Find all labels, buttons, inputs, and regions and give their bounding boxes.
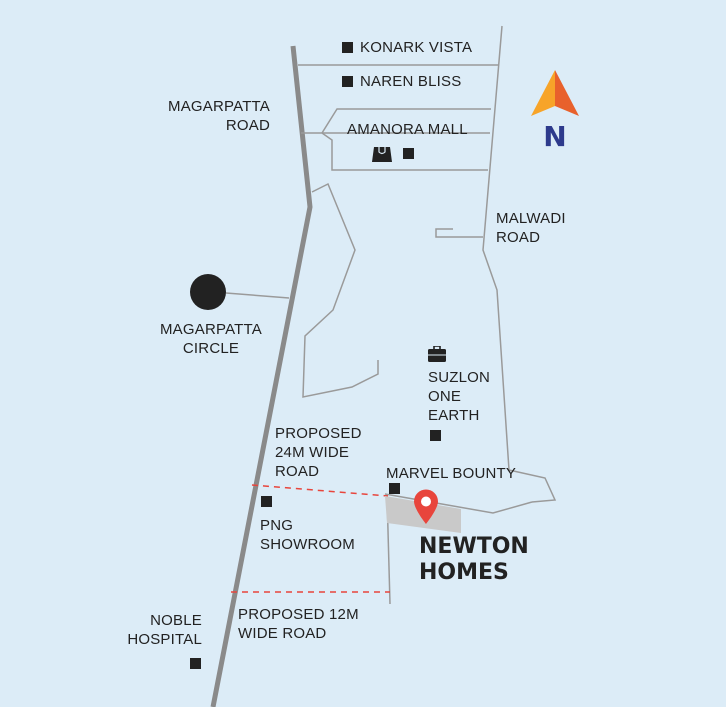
png-showroom-marker: [261, 496, 272, 507]
amanora-mall-marker: [403, 148, 414, 159]
magarpatta-circle-marker: [190, 274, 226, 310]
location-pin-icon: [414, 489, 438, 524]
noble-hospital-marker: [190, 658, 201, 669]
konark-vista-label: KONARK VISTA: [360, 39, 473, 56]
malwadi-road-line: [482, 25, 557, 503]
magarpatta-road-label: MAGARPATTA ROAD: [168, 98, 271, 134]
amanora-mall-label: AMANORA MALL: [347, 121, 468, 138]
suzlon-one-earth-label: SUZLON ONE EARTH: [428, 369, 491, 424]
magarpatta-road-line: [210, 45, 313, 707]
north-arrow-icon: N: [531, 70, 579, 150]
noble-hospital-label: NOBLE HOSPITAL: [127, 612, 202, 648]
inner-lane: [302, 182, 379, 398]
compass-letter: N: [543, 120, 566, 150]
circle-connector: [225, 292, 290, 299]
proposed-24m-road-line: [251, 484, 389, 497]
proposed-12m-road-label: PROPOSED 12M WIDE ROAD: [238, 606, 359, 642]
marvel-bounty-label: MARVEL BOUNTY: [386, 465, 517, 482]
suzlon-one-earth-marker: [430, 430, 441, 441]
proposed-24m-road-label: PROPOSED 24M WIDE ROAD: [275, 425, 362, 480]
marvel-bounty-marker: [389, 483, 400, 494]
shopping-bag-icon: [372, 147, 392, 162]
briefcase-icon: [428, 346, 446, 362]
magarpatta-circle-label: MAGARPATTA CIRCLE: [159, 321, 262, 357]
newton-homes-label: NEWTON HOMES: [419, 534, 529, 585]
png-showroom-label: PNG SHOWROOM: [260, 517, 355, 553]
konark-vista-marker: [342, 42, 353, 53]
malwadi-road-label: MALWADI ROAD: [496, 210, 566, 246]
amanora-lane-top: [321, 108, 491, 134]
malwadi-spur-line: [435, 228, 483, 238]
naren-bliss-label: NAREN BLISS: [360, 73, 462, 90]
amanora-lane-mid: [301, 132, 488, 171]
naren-bliss-marker: [342, 76, 353, 87]
